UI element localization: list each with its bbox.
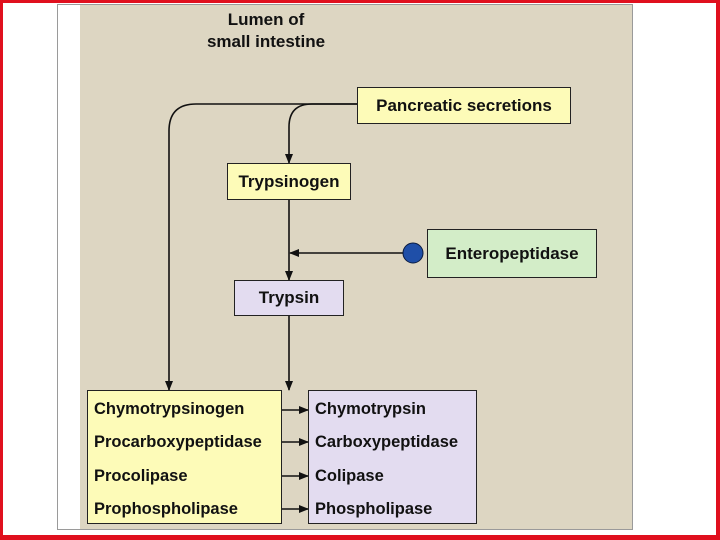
zymogen-item: Procarboxypeptidase <box>94 433 262 451</box>
active-enzyme-list-box: Chymotrypsin Carboxypeptidase Colipase P… <box>308 390 477 524</box>
slide-frame-bottom <box>0 535 720 540</box>
trypsinogen-label: Trypsinogen <box>238 171 340 191</box>
trypsin-box: Trypsin <box>234 280 344 316</box>
pancreatic-secretions-label: Pancreatic secretions <box>376 95 552 115</box>
lumen-label: Lumen of small intestine <box>176 9 356 53</box>
trypsinogen-box: Trypsinogen <box>227 163 351 200</box>
lumen-label-line1: Lumen of <box>227 10 305 29</box>
enzyme-item: Colipase <box>315 467 384 485</box>
enzyme-item: Phospholipase <box>315 500 433 518</box>
enteropeptidase-box: Enteropeptidase <box>427 229 597 278</box>
slide-frame-top <box>0 0 720 3</box>
pancreatic-secretions-box: Pancreatic secretions <box>357 87 571 124</box>
zymogen-item: Chymotrypsinogen <box>94 400 245 418</box>
slide-frame-left <box>0 0 3 540</box>
enzyme-item: Carboxypeptidase <box>315 433 459 451</box>
trypsin-label: Trypsin <box>258 288 320 307</box>
zymogen-item: Procolipase <box>94 467 188 485</box>
enzyme-item: Chymotrypsin <box>315 400 426 418</box>
lumen-label-line2: small intestine <box>206 32 326 51</box>
zymogen-item: Prophospholipase <box>94 500 238 518</box>
zymogen-list-box: Chymotrypsinogen Procarboxypeptidase Pro… <box>87 390 282 524</box>
enteropeptidase-label: Enteropeptidase <box>445 243 579 263</box>
slide-frame-right <box>716 0 720 540</box>
